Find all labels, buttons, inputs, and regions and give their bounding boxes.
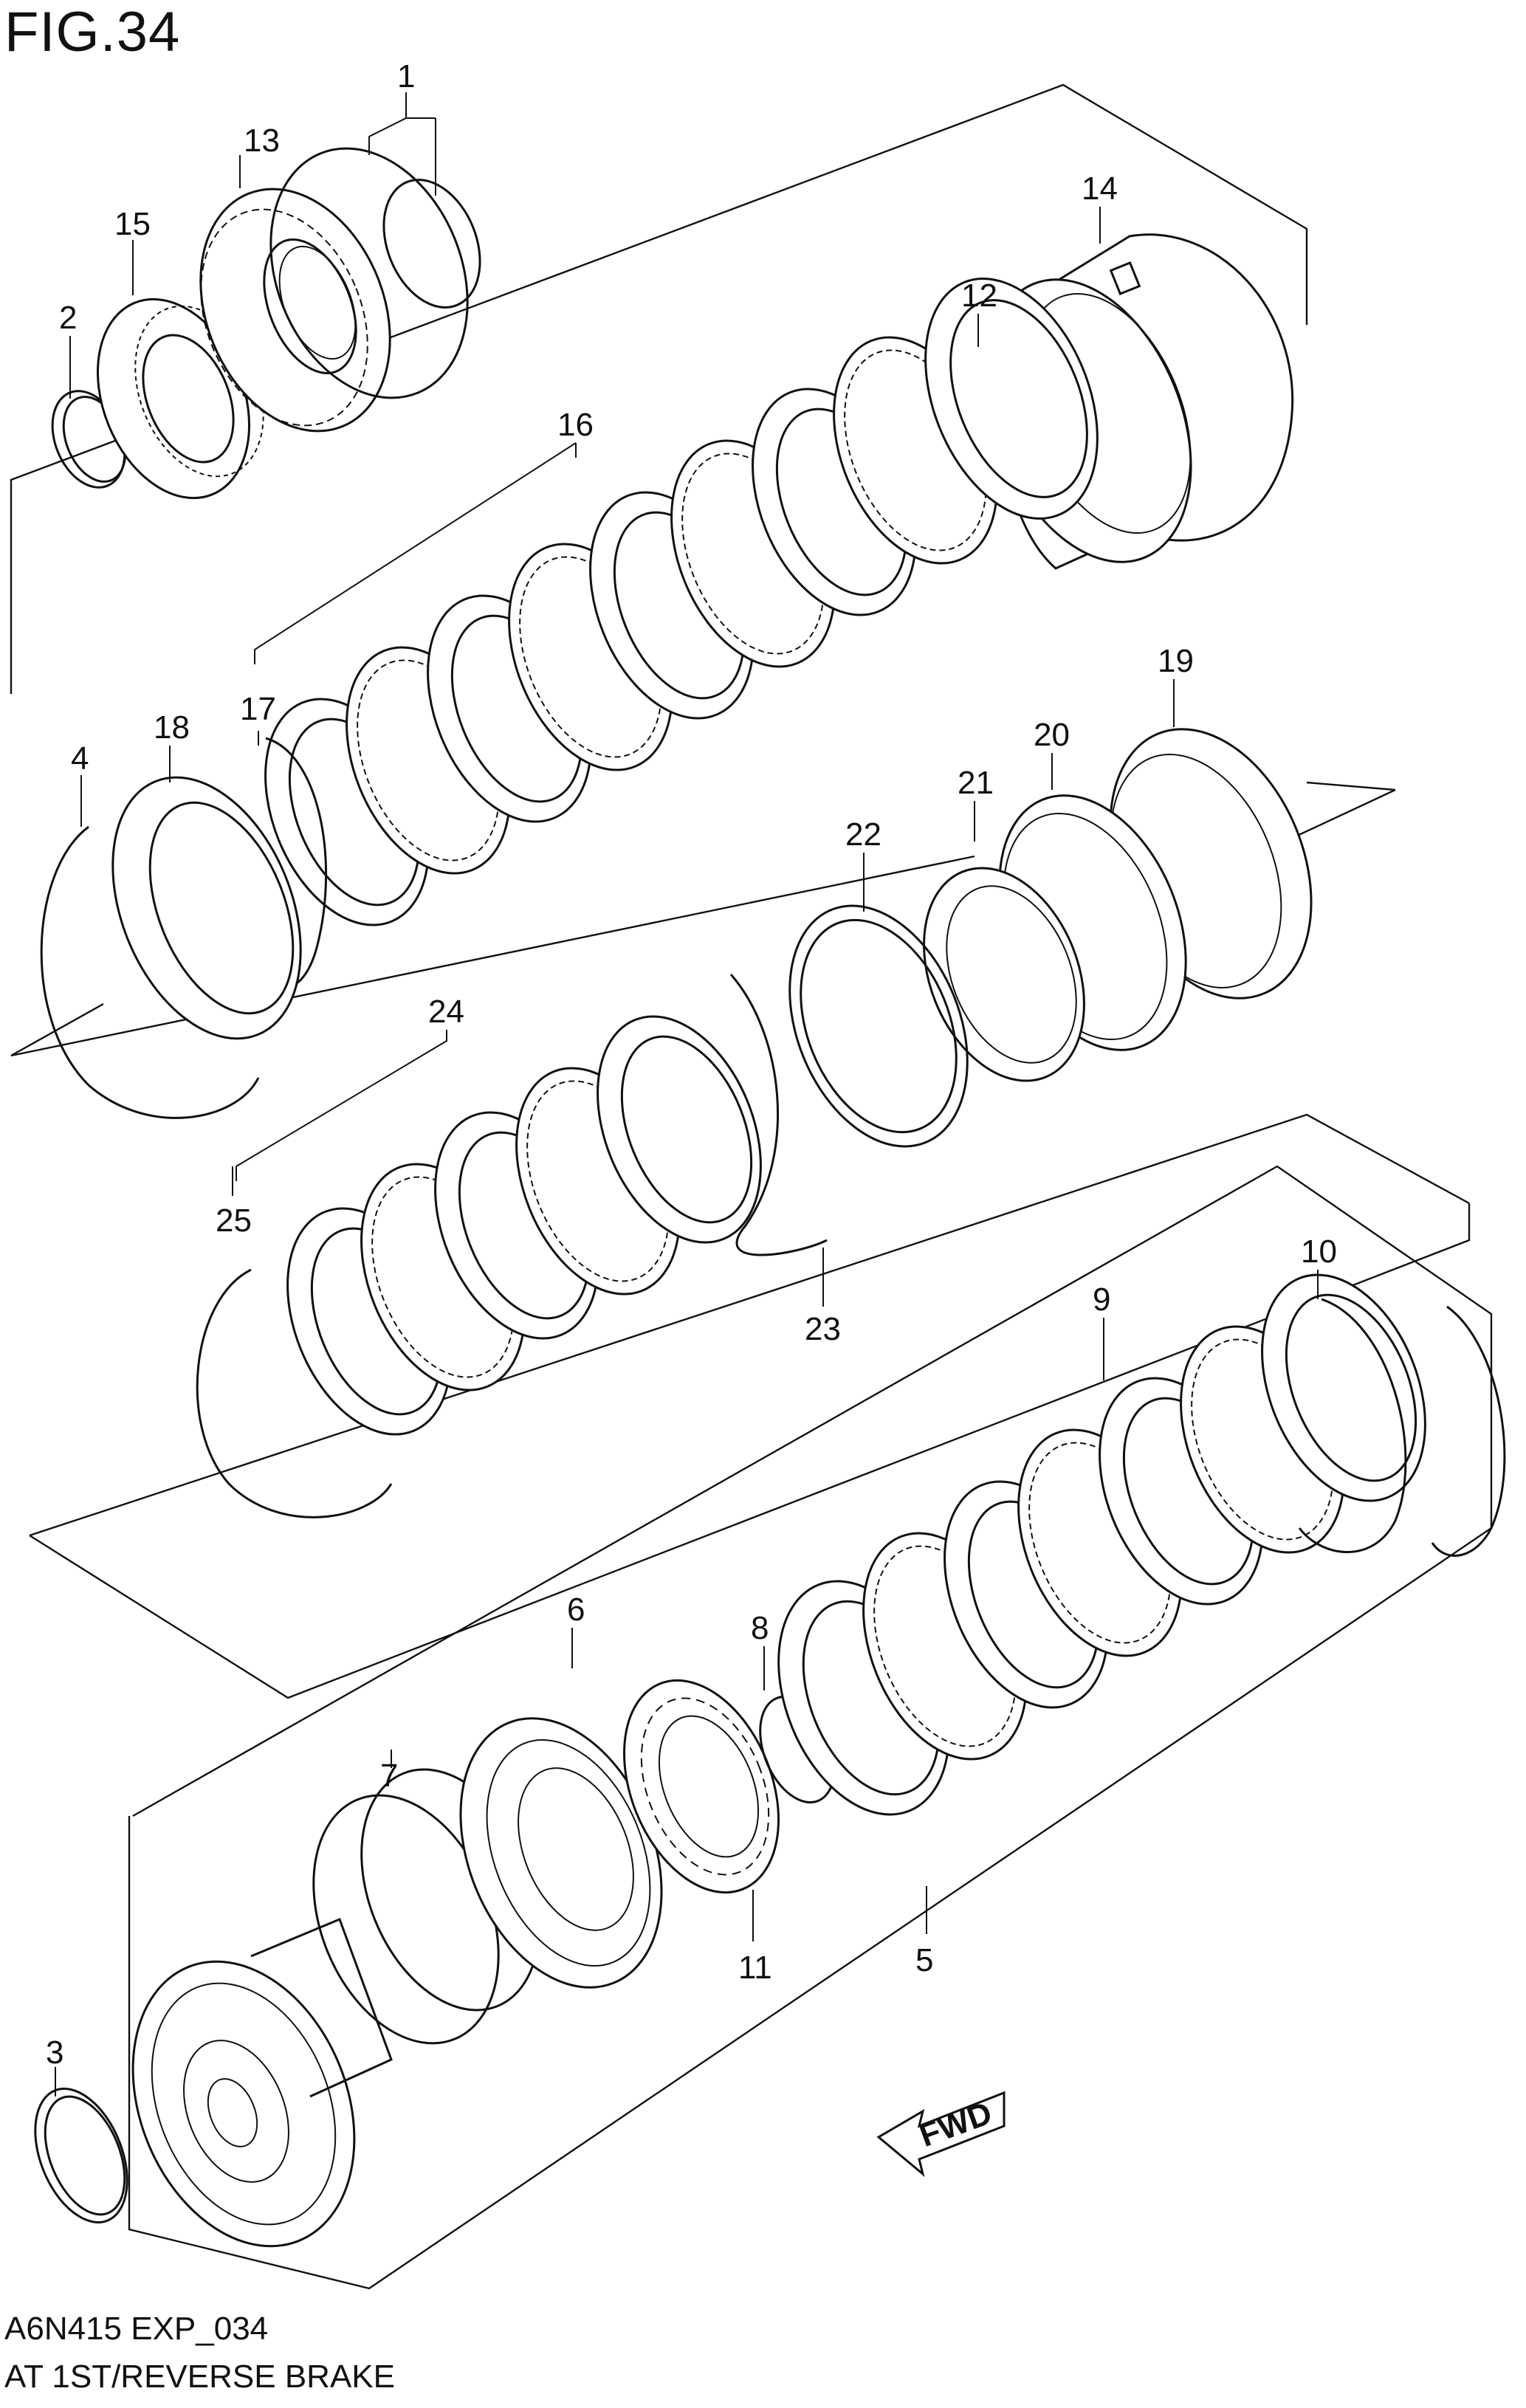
- callout-16: 16: [557, 407, 594, 443]
- callout-10: 10: [1301, 1234, 1337, 1270]
- callout-8: 8: [751, 1610, 769, 1646]
- fwd-arrow-icon: FWD: [876, 2091, 1006, 2178]
- part-25-snap-ring: [196, 1268, 393, 1518]
- callout-22: 22: [845, 816, 881, 853]
- callout-7: 7: [380, 1758, 398, 1794]
- figure-code: A6N415 EXP_034: [4, 2311, 269, 2347]
- figure-name: AT 1ST/REVERSE BRAKE: [4, 2359, 395, 2395]
- callout-19: 19: [1158, 643, 1194, 679]
- part-12-plate: [924, 278, 1099, 520]
- figure-title: FIG.34: [4, 1, 181, 63]
- callout-21: 21: [958, 765, 994, 801]
- leader-lines: [55, 92, 1319, 2096]
- callout-labels: 1 2 3 4 5 6 7 8 9 10 11 12 13 14 15 16 1…: [46, 58, 1337, 2071]
- callout-2: 2: [59, 300, 77, 336]
- callout-6: 6: [567, 1592, 585, 1628]
- part-15-thrust-bearing: [96, 297, 264, 500]
- callout-5: 5: [915, 1942, 933, 1978]
- part-4-snap-ring: [40, 825, 260, 1119]
- group-frame-lines: [10, 83, 1493, 2290]
- callout-18: 18: [154, 709, 190, 746]
- part-10-snap-ring: [1298, 1298, 1506, 1557]
- part-18-retainer: [111, 776, 302, 1040]
- callout-13: 13: [244, 123, 280, 159]
- part-13-one-way-clutch: [199, 188, 391, 433]
- callout-23: 23: [805, 1311, 841, 1347]
- callout-25: 25: [216, 1203, 252, 1239]
- part-24-clutch-plates: [286, 1015, 762, 1436]
- callout-1: 1: [397, 58, 415, 94]
- callout-17: 17: [240, 691, 276, 727]
- part-6-piston: [459, 1717, 663, 1989]
- callout-3: 3: [46, 2034, 63, 2071]
- callout-12: 12: [961, 278, 997, 314]
- part-16-clutch-plates: [264, 336, 998, 926]
- part-3-snap-ring: [34, 2088, 128, 2223]
- part-drum-housing: [131, 1918, 393, 2248]
- part-23-snap-ring: [729, 974, 828, 1256]
- part-5-9-clutch-plates: [777, 1273, 1426, 1816]
- callout-9: 9: [1093, 1282, 1110, 1318]
- callout-15: 15: [114, 206, 151, 242]
- part-22-plate: [788, 904, 969, 1148]
- callout-20: 20: [1034, 717, 1070, 753]
- callout-4: 4: [71, 740, 89, 777]
- part-1-seal-rings: [269, 147, 481, 399]
- callout-14: 14: [1082, 171, 1118, 207]
- callout-11: 11: [738, 1950, 772, 1986]
- callout-24: 24: [428, 994, 464, 1030]
